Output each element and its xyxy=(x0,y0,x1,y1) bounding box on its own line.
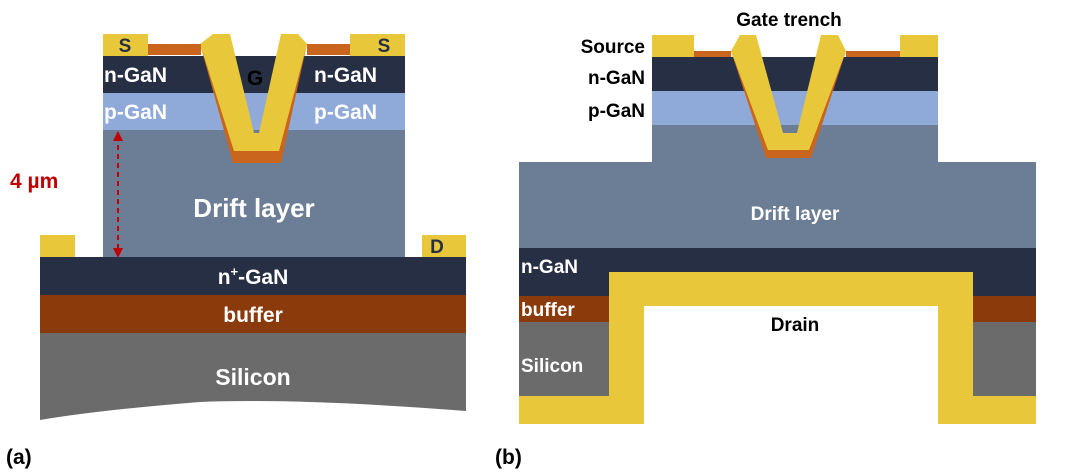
drain-cavity xyxy=(644,306,938,424)
drain-label-b: Drain xyxy=(771,315,820,336)
p-gan-layer-b xyxy=(652,91,938,125)
n-gan-top-label-b: n-GaN xyxy=(588,68,645,89)
silicon-left xyxy=(519,322,609,396)
oxide-right-top xyxy=(307,44,350,55)
gate-trench-label: Gate trench xyxy=(736,10,842,31)
gate-oxide-b xyxy=(731,51,846,158)
drift-layer-label-b: Drift layer xyxy=(751,204,840,225)
buffer-label-a: buffer xyxy=(223,304,283,327)
p-gan-top-label-b: p-GaN xyxy=(588,101,645,122)
silicon-label-a: Silicon xyxy=(215,364,290,390)
oxide-left-top-b xyxy=(694,51,731,57)
source-contact-right xyxy=(350,34,405,56)
source-contact-left xyxy=(103,34,148,56)
p-gan-label-right: p-GaN xyxy=(314,101,377,124)
n-gan-label-right: n-GaN xyxy=(314,64,377,87)
oxide-left-top xyxy=(148,44,201,55)
gate-metal-b xyxy=(731,35,846,150)
source-contact-b-right xyxy=(900,35,938,57)
nplus-rest: -GaN xyxy=(238,266,288,289)
drift-layer-b xyxy=(519,162,1036,248)
n-gan-layer xyxy=(103,56,405,93)
gate-metal xyxy=(200,34,307,151)
drain-label: D xyxy=(430,237,444,258)
p-gan-layer xyxy=(103,93,405,130)
caption-a: (a) xyxy=(6,446,32,469)
gate-label: G xyxy=(247,67,263,90)
thickness-label: 4 µm xyxy=(10,170,58,193)
n-gan-label-b: n-GaN xyxy=(521,257,578,278)
buffer-right xyxy=(973,296,1036,322)
source-label-right: S xyxy=(378,36,391,57)
drain-contact-right xyxy=(422,235,466,257)
buffer-label-b: buffer xyxy=(521,300,575,321)
drift-layer-label: Drift layer xyxy=(193,193,314,223)
silicon-right xyxy=(973,322,1036,396)
buffer-layer xyxy=(40,295,466,333)
source-contact-b-left xyxy=(652,35,694,57)
silicon-label-b: Silicon xyxy=(521,356,583,377)
caption-b: (b) xyxy=(495,446,522,469)
nplus-base: n xyxy=(218,266,231,289)
p-gan-label-left: p-GaN xyxy=(104,101,167,124)
panel-a: S S G D n-GaN n-GaN p-GaN p-GaN 4 µm Dri… xyxy=(6,34,466,469)
drain-contact-left xyxy=(40,235,75,257)
buffer-left xyxy=(519,296,609,322)
n-gan-label-left: n-GaN xyxy=(104,64,167,87)
n-gan-top-layer-b xyxy=(652,57,938,91)
nplus-superscript: + xyxy=(231,264,239,279)
nplus-gan-label: n+-GaN xyxy=(218,264,289,289)
source-label-b: Source xyxy=(581,37,645,58)
source-label-left: S xyxy=(119,36,132,57)
drain-metal-b-inner xyxy=(609,272,973,424)
nplus-gan-layer xyxy=(40,257,466,295)
silicon-layer xyxy=(40,333,466,420)
oxide-right-top-b xyxy=(846,51,900,57)
panel-b: Gate trench Source n-GaN p-GaN Drift lay… xyxy=(495,10,1036,469)
